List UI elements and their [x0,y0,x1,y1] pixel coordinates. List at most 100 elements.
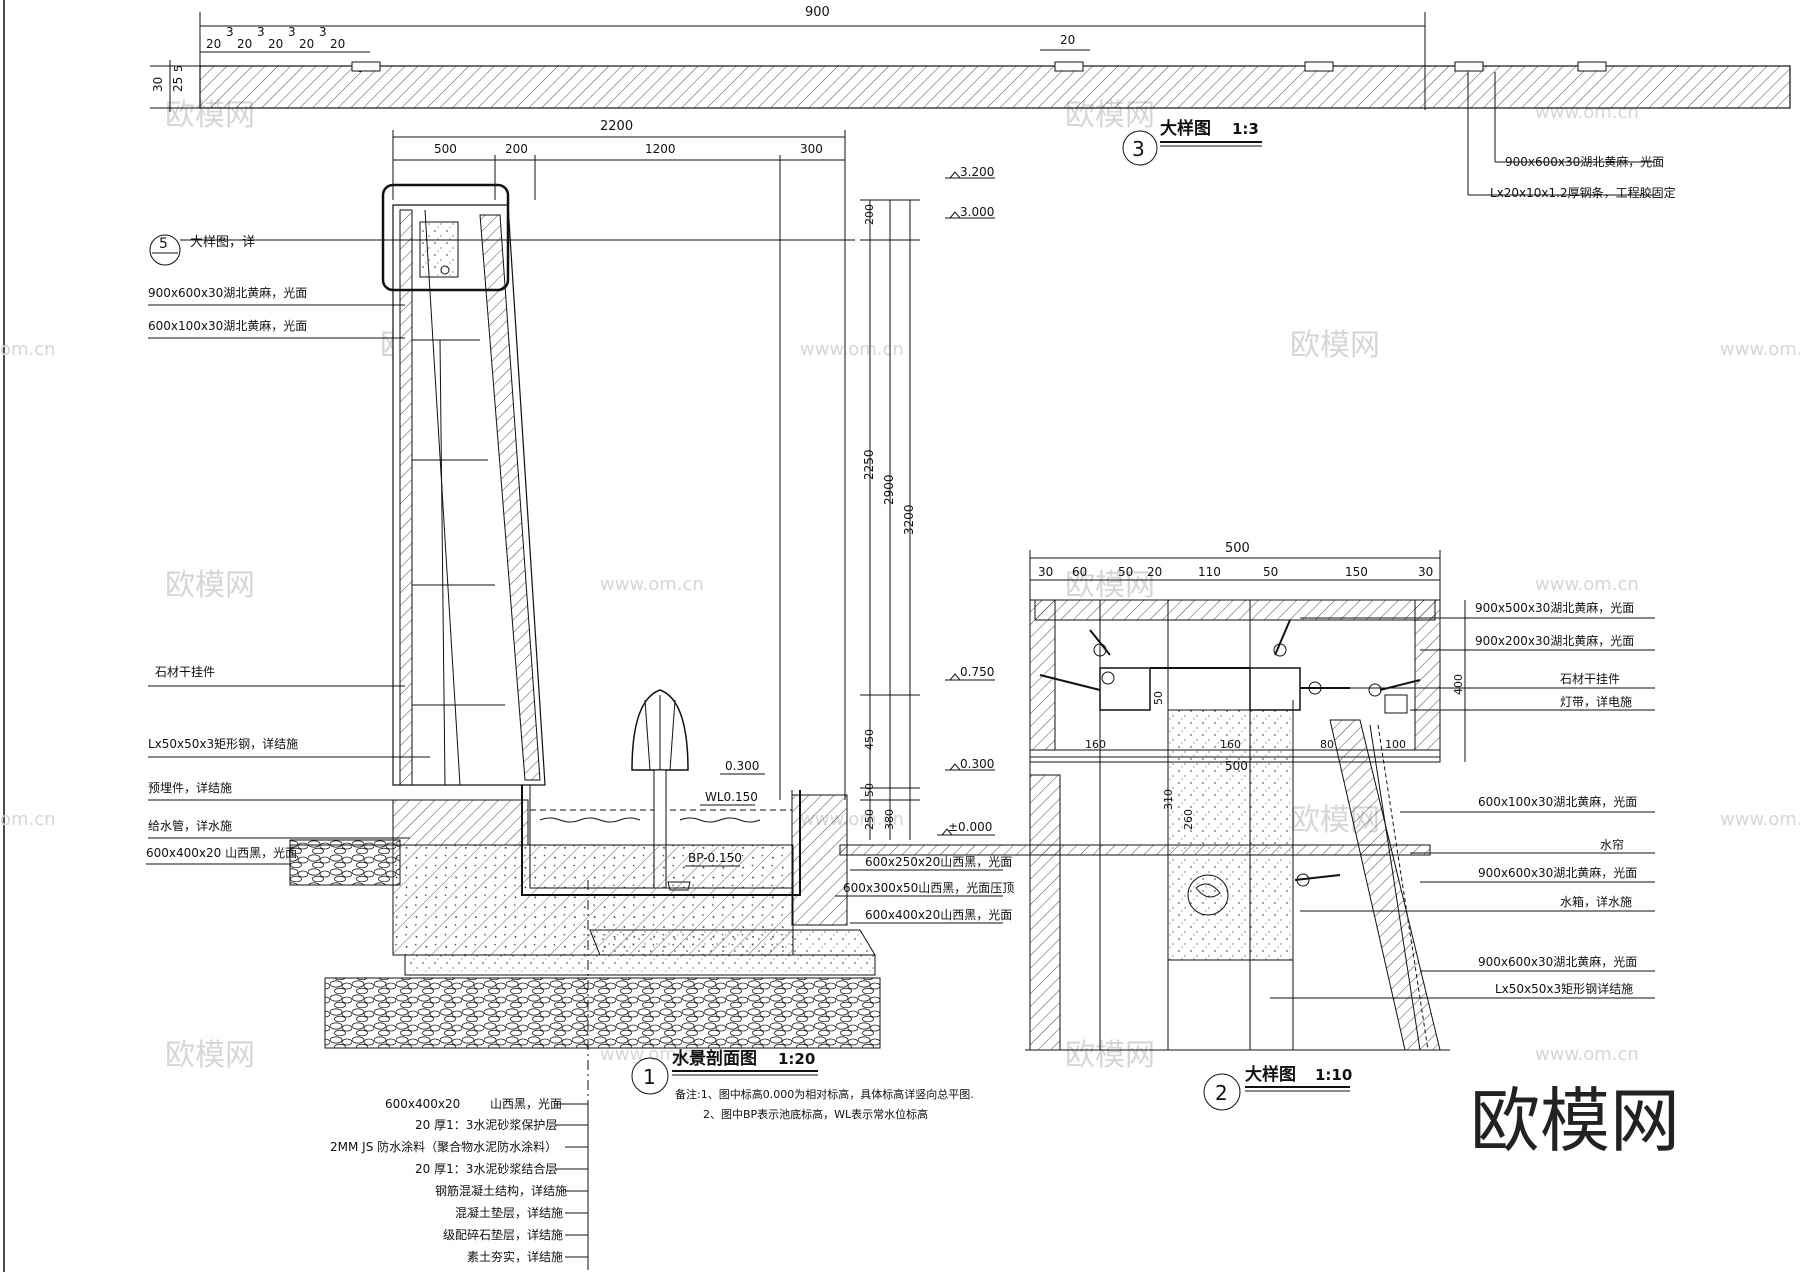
detail-1-section: 2 200 500 200 1200 300 5 大样图，详 900x600x30… [146,119,1431,1272]
watermark-site-text: www.om.cn [600,574,704,595]
note-text: 2、图中BP表示池底标高，WL表示常水位标高 [703,1107,928,1121]
elevation-text: 0.300 [725,759,759,773]
dim-text: 200 [863,204,876,225]
detail-number: 1 [643,1065,656,1089]
layer-label: 钢筋混凝土结构，详结施 [435,1183,567,1198]
dim-text: 3 [226,25,234,39]
material-label: 水帘 [1600,837,1624,852]
watermark-logo-text: 欧模网 [165,568,255,603]
dim-text: 100 [1385,738,1406,751]
paving-stone [839,844,1431,856]
tank-outlet-icon [1187,874,1229,916]
elevation-marks: 3.200 3.000 0.750 0.300 ±0.000 [937,165,995,836]
dim-text: 30 [1418,565,1433,579]
material-label: 石材干挂件 [155,665,215,679]
layer-legend: 600x400x20 山西黑，光面 20 厚1：3水泥砂浆保护层 2MM JS … [330,1097,589,1268]
layer-label: 素土夯实，详结施 [467,1249,563,1264]
watermark-logo-text: 欧模网 [165,1038,255,1073]
callout-text: 大样图，详 [190,235,255,250]
detail-number-circle [1122,130,1158,166]
elevation-text: WL0.150 [705,790,758,804]
watermark-site-text: om.cn [0,809,56,830]
material-label: 水箱，详水施 [1560,894,1632,909]
water-curtain-line [1377,724,1429,1051]
stone-slab-section [199,65,1791,109]
watermark-site-text: www.om.cn [800,339,904,360]
elevation-text: 3.200 [960,165,994,179]
callout-box-detail-5 [381,183,510,292]
dim-text: 50 [1263,565,1278,579]
dim-text: 20 [299,37,314,51]
dim-text: 1200 [645,142,676,156]
steel-strip-marks [351,61,1607,72]
dim-text: 20 [1147,565,1162,579]
dim-text: 50 [1118,565,1133,579]
material-label: 600x400x20山西黑，光面 [865,908,1012,922]
dim-text: 380 [883,809,896,830]
material-label: 600x400x20 山西黑，光面 [146,846,297,860]
detail-scale: 1:3 [1232,120,1259,138]
watermark-logo-text: 欧模网 [1065,568,1155,603]
watermark-site-text: om.cn [0,339,56,360]
gravel-base [324,977,881,1049]
steel-tube [1099,667,1151,711]
layer-label: 级配碎石垫层，详结施 [443,1227,563,1242]
dim-text: 20 [1060,33,1075,47]
dim-text: 160 [1085,738,1106,751]
dim-text: 25 [171,77,185,92]
material-label: Lx50x50x3矩形钢详结施 [1495,981,1633,996]
steel-tube [1249,667,1301,711]
material-label: 900x600x30湖北黄麻，光面 [148,285,307,300]
dim-text: 3 [319,25,327,39]
dim-text: 150 [1345,565,1368,579]
layer-label: 600x400x20 [385,1097,460,1111]
material-label: Lx50x50x3矩形钢，详结施 [148,736,298,751]
dim-text: 50 [863,783,876,797]
elevation-text: 3.000 [960,205,994,219]
dim-text: 50 [1152,691,1165,705]
watermark-logo-text: 欧模网 [1065,1038,1155,1073]
dim-text: 500 [1225,541,1250,556]
dim-text: 260 [1182,809,1195,830]
elevation-text: 0.750 [960,665,994,679]
material-label: 预埋件，详结施 [148,780,232,795]
dim-text: 80 [1320,738,1334,751]
watermark-layer: 欧模网 欧模网 www.om.cn om.cn 欧模网 www.om.cn 欧模… [0,98,1800,1162]
dim-text: 200 [505,142,528,156]
layer-label: 20 厚1：3水泥砂浆结合层 [415,1161,557,1176]
dim-text: 450 [863,729,876,750]
left-stone-wall [1029,774,1061,1051]
detail-number: 2 [1215,1081,1228,1105]
dim-text: 300 [800,142,823,156]
material-label: 600x100x30湖北黄麻，光面 [1478,794,1637,809]
elevation-text: 0.300 [960,757,994,771]
dim-text: 60 [1072,565,1087,579]
stone-cladding-left [399,209,413,786]
material-label: 600x250x20山西黑，光面 [865,855,1012,869]
dim-text: 3 [288,25,296,39]
material-label: 灯带，详电施 [1560,694,1632,709]
detail-number-circle [1203,1073,1241,1111]
dim-text: 30 [151,77,165,92]
dim-text: 110 [1198,565,1221,579]
dim-text: 900 [805,5,830,20]
dim-text: 400 [1452,674,1465,695]
elevation-text: ±0.000 [948,820,992,834]
dim-text: 20 [237,37,252,51]
callout-circle-5 [149,234,181,266]
material-label: 900x600x30湖北黄麻，光面 [1478,865,1637,880]
detail-3-strip: 900 20 3 20 3 20 3 20 3 20 3 20 30 25 5 [150,5,1791,200]
dim-text: 3 [257,25,265,39]
callout-number: 5 [159,236,168,252]
dim-text: 2900 [882,474,896,505]
layer-label: 混凝土垫层，详结施 [455,1205,563,1220]
watermark-big-logo: 欧模网 [1470,1080,1680,1162]
material-label: 900x500x30湖北黄麻，光面 [1475,600,1634,615]
watermark-site-text: www.om.cn [1720,809,1800,830]
dim-text: 30 [1038,565,1053,579]
material-label: 600x300x50山西黑，光面压顶 [843,881,1014,895]
detail-number-circle [631,1057,669,1095]
detail-2-enlarged: 500 30 60 50 20 110 50 150 30 160 160 80… [1025,541,1655,1111]
detail-title: 水景剖面图 [672,1048,757,1069]
